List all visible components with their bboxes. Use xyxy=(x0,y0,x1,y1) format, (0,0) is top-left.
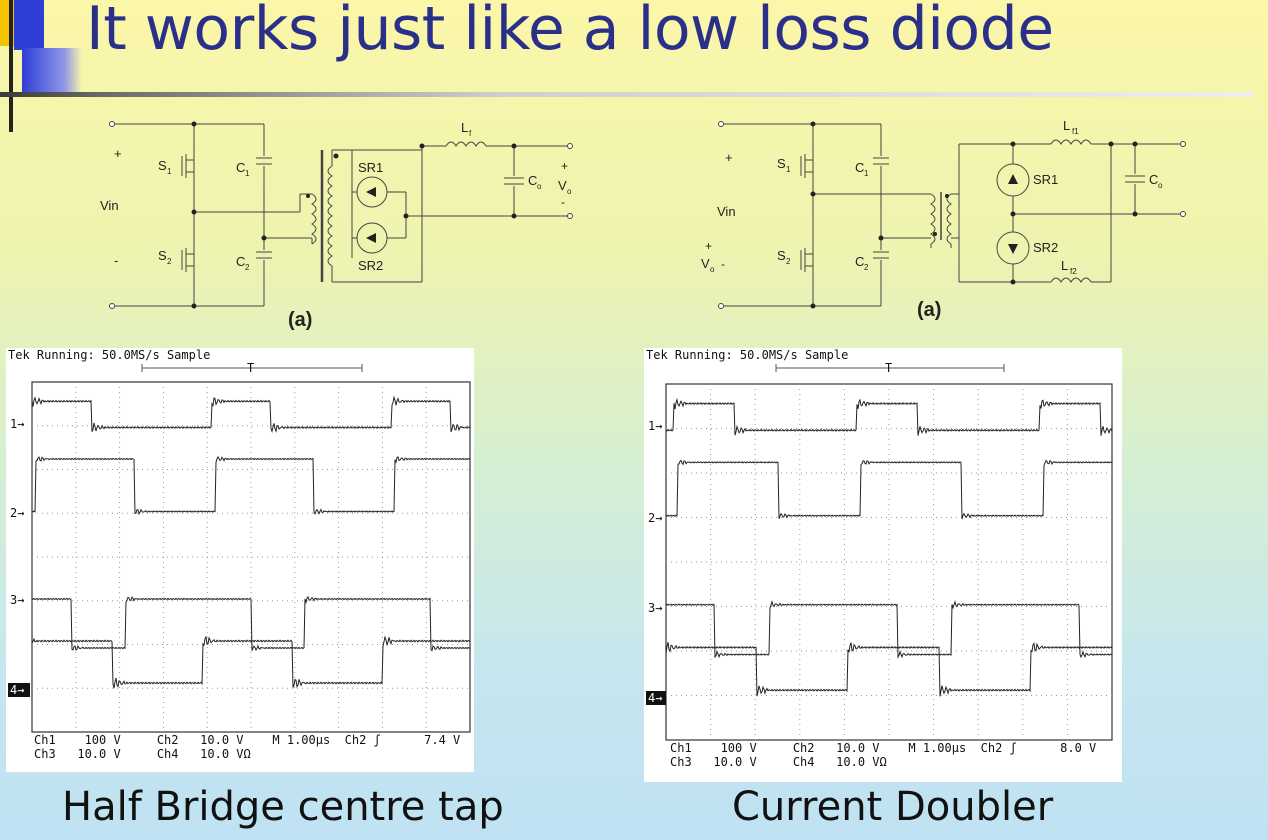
vin-minus-label: - xyxy=(114,253,118,268)
sr1-label: SR1 xyxy=(1033,172,1058,187)
s2-label: S xyxy=(777,248,786,263)
scope-traces xyxy=(31,395,471,689)
s2-subscript: 2 xyxy=(167,257,172,266)
ch3-marker: 3→ xyxy=(648,601,662,615)
s2-subscript: 2 xyxy=(786,257,791,266)
ch4-marker: 4→ xyxy=(648,691,662,705)
scope-footer-line2: Ch3 10.0 V Ch4 10.0 VΩ xyxy=(34,747,251,761)
lf-label: L xyxy=(461,120,468,135)
lf2-subscript: f2 xyxy=(1070,267,1077,276)
vo-plus-label: + xyxy=(561,159,568,173)
lf1-subscript: f1 xyxy=(1072,127,1079,136)
vin-label: Vin xyxy=(717,204,736,219)
trigger-marker: T xyxy=(885,362,892,375)
c2-subscript: 2 xyxy=(864,263,869,272)
c1-subscript: 1 xyxy=(245,169,250,178)
c2-label: C xyxy=(236,254,245,269)
waveform-trace xyxy=(31,635,471,689)
waveform-trace xyxy=(665,397,1113,436)
waveform-trace xyxy=(665,600,1113,659)
right-caption: Current Doubler xyxy=(732,784,1054,830)
s1-label: S xyxy=(777,156,786,171)
trigger-marker: T xyxy=(247,362,254,375)
title-underline xyxy=(0,92,1254,97)
sr2-label: SR2 xyxy=(1033,240,1058,255)
c2-subscript: 2 xyxy=(245,263,250,272)
vo-minus-label: - xyxy=(721,257,725,271)
waveform-trace xyxy=(665,459,1113,520)
co-subscript: o xyxy=(537,182,542,191)
c2-label: C xyxy=(855,254,864,269)
ch4-marker-bg xyxy=(646,691,666,705)
ch4-marker: 4→ xyxy=(10,683,24,697)
co-label: C xyxy=(528,173,537,188)
vo-plus-label: + xyxy=(705,239,712,253)
c1-label: C xyxy=(855,160,864,175)
ch3-marker: 3→ xyxy=(10,593,24,607)
lf-subscript: f xyxy=(469,129,472,138)
corner-blue-square-2 xyxy=(22,48,82,96)
half-bridge-circuit-diagram: + Vin - S 1 S 2 C 1 C 2 SR1 SR2 L f C o … xyxy=(100,120,573,331)
vin-plus-label: + xyxy=(725,150,733,165)
waveform-trace xyxy=(31,455,471,516)
scope-footer-line2: Ch3 10.0 V Ch4 10.0 VΩ xyxy=(670,755,887,769)
vo-label: V xyxy=(558,178,567,193)
ch4-marker-bg xyxy=(8,683,30,697)
c1-subscript: 1 xyxy=(864,169,869,178)
corner-blue-square xyxy=(14,0,44,50)
scope-grid xyxy=(666,384,1112,740)
scope-header: Tek Running: 50.0MS/s Sample xyxy=(8,348,211,362)
waveform-trace xyxy=(31,595,471,652)
vo-label: V xyxy=(701,256,710,271)
scope-footer-line1: Ch1 100 V Ch2 10.0 V M 1.00µs Ch2 ʃ 7.4 … xyxy=(34,733,460,747)
scope-traces xyxy=(665,397,1113,697)
lf1-label: L xyxy=(1063,118,1070,133)
lf2-label: L xyxy=(1061,258,1068,273)
right-oscilloscope-panel: Tek Running: 50.0MS/s Sample T 1→ 2→ 3→ … xyxy=(644,348,1122,782)
left-caption: Half Bridge centre tap xyxy=(62,784,504,830)
ch1-marker: 1→ xyxy=(10,417,24,431)
vin-plus-label: + xyxy=(114,146,122,161)
scope-grid xyxy=(32,382,470,732)
ch1-marker: 1→ xyxy=(648,419,662,433)
s1-subscript: 1 xyxy=(786,165,791,174)
slide-title: It works just like a low loss diode xyxy=(86,0,1054,64)
waveform-trace xyxy=(665,642,1113,697)
figure-tag: (a) xyxy=(288,309,312,331)
co-subscript: o xyxy=(1158,181,1163,190)
sr1-label: SR1 xyxy=(358,160,383,175)
current-doubler-circuit-diagram: + Vin + V o - S 1 S 2 C 1 C 2 SR1 SR2 L … xyxy=(701,118,1186,321)
vo-minus-label: - xyxy=(561,195,565,209)
left-oscilloscope-screen: T 1→ 2→ 3→ 4→ Ch1 100 V Ch2 10.0 V M 1.0… xyxy=(8,362,471,761)
vin-label: Vin xyxy=(100,198,119,213)
s1-subscript: 1 xyxy=(167,167,172,176)
corner-vertical-line xyxy=(9,0,13,132)
left-oscilloscope-panel: Tek Running: 50.0MS/s Sample T 1→ 2→ 3→ … xyxy=(6,348,474,772)
sr2-label: SR2 xyxy=(358,258,383,273)
figure-tag: (a) xyxy=(917,299,941,321)
co-label: C xyxy=(1149,172,1158,187)
s2-label: S xyxy=(158,248,167,263)
right-oscilloscope-screen: T 1→ 2→ 3→ 4→ Ch1 100 V Ch2 10.0 V M 1.0… xyxy=(646,362,1113,769)
scope-header: Tek Running: 50.0MS/s Sample xyxy=(646,348,849,362)
ch2-marker: 2→ xyxy=(10,506,24,520)
ch2-marker: 2→ xyxy=(648,511,662,525)
scope-footer-line1: Ch1 100 V Ch2 10.0 V M 1.00µs Ch2 ʃ 8.0 … xyxy=(670,741,1096,755)
c1-label: C xyxy=(236,160,245,175)
waveform-trace xyxy=(31,395,471,433)
vo-subscript: o xyxy=(567,187,572,196)
s1-label: S xyxy=(158,158,167,173)
vo-subscript: o xyxy=(710,265,715,274)
